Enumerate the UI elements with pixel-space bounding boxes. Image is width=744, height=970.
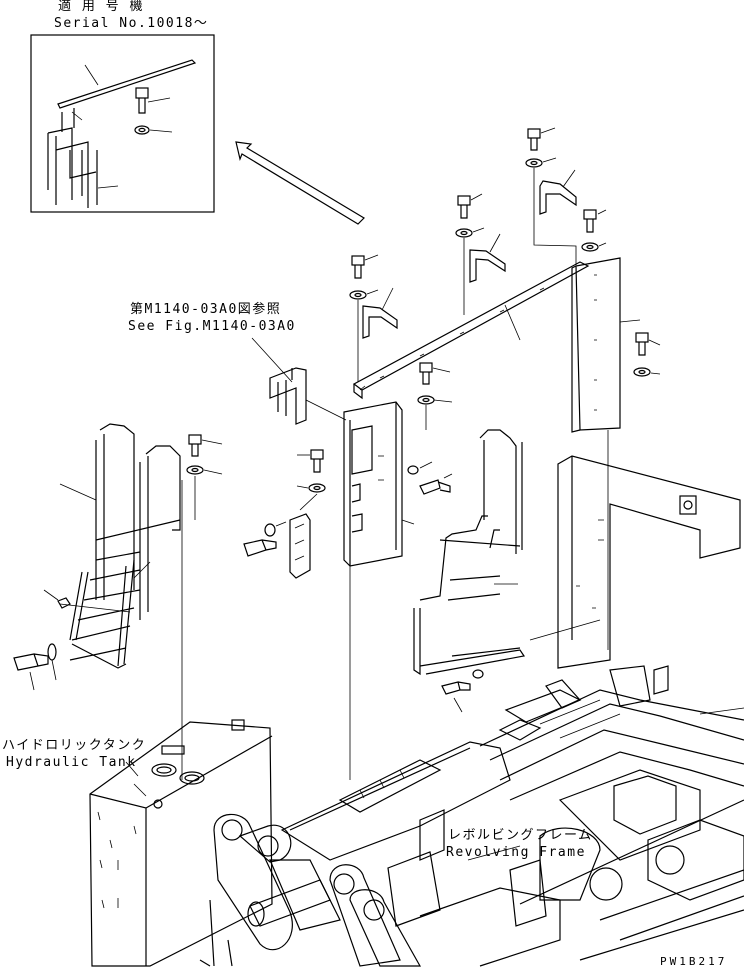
right-structure xyxy=(557,455,741,669)
detail-arrow xyxy=(235,141,365,225)
right-side-panel xyxy=(571,257,661,650)
revolving-frame xyxy=(280,665,744,967)
clamp-plate xyxy=(243,513,311,579)
mid-hardware xyxy=(417,362,453,430)
left-ladder xyxy=(13,423,223,780)
hydraulic-tank xyxy=(89,719,273,967)
drawing-code: PW1B217 xyxy=(660,955,728,968)
reference-clip xyxy=(251,337,347,425)
center-bracket xyxy=(296,401,453,780)
revolving-frame-label-jp: レボルビングフレーム xyxy=(448,828,593,843)
hydraulic-tank-label-en: Hydraulic Tank xyxy=(6,755,137,770)
reference-label-en: See Fig.M1140-03A0 xyxy=(128,319,296,334)
hydraulic-tank-label-jp: ハイドロリックタンク xyxy=(2,738,147,753)
inset-serial-label: Serial No.10018～ xyxy=(54,16,209,31)
upper-hardware xyxy=(349,127,607,382)
inset-applicable-label: 適 用 号 機 xyxy=(58,0,144,14)
inset-detail-box xyxy=(30,34,215,213)
reference-label-jp: 第M1140-03A0図参照 xyxy=(130,302,282,317)
top-cover-plate xyxy=(352,261,590,400)
boom-foot xyxy=(199,813,422,967)
right-ladder xyxy=(413,429,601,713)
revolving-frame-label-en: Revolving Frame xyxy=(446,845,586,860)
